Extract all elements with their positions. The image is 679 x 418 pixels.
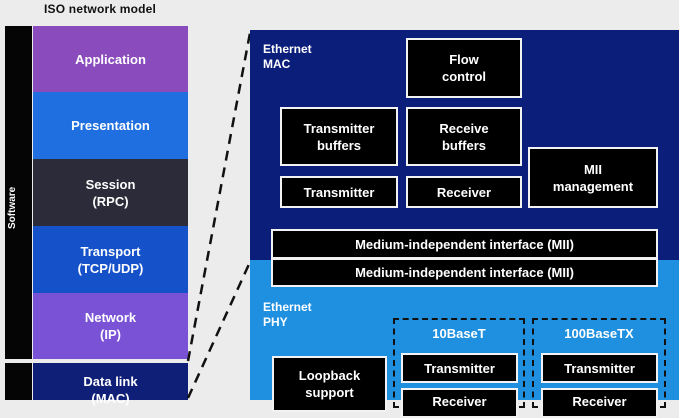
receiver-box: Receiver [406, 176, 522, 208]
ethernet-phy-label: Ethernet PHY [263, 300, 312, 329]
layer-data-link: Data link (MAC) [33, 363, 188, 406]
100basetx-transmitter-label: Transmitter [564, 360, 635, 376]
mii-interface-box-mac: Medium-independent interface (MII) [271, 229, 658, 259]
receive-buffers-box: Receive buffers [406, 107, 522, 166]
ethernet-mac-label: Ethernet MAC [263, 42, 312, 71]
zoom-connector-lines [186, 32, 252, 399]
layer-session-label: Session (RPC) [85, 176, 136, 209]
iso-model-title: ISO network model [44, 2, 157, 16]
transmitter-label: Transmitter [303, 184, 375, 200]
100basetx-title: 100BaseTX [564, 326, 634, 341]
10baset-transmitter-label: Transmitter [424, 360, 495, 376]
flow-control-box: Flow control [406, 38, 522, 98]
layer-application: Application [33, 26, 188, 92]
layer-network: Network (IP) [33, 293, 188, 359]
layer-presentation-label: Presentation [71, 118, 150, 133]
10baset-title: 10BaseT [432, 326, 486, 341]
100basetx-receiver-box: Receiver [541, 388, 658, 418]
hardware-bar [5, 363, 32, 400]
mii-interface-phy-label: Medium-independent interface (MII) [355, 265, 574, 280]
layer-transport-label: Transport (TCP/UDP) [77, 243, 144, 276]
mii-management-label: MII management [552, 161, 634, 194]
flow-control-label: Flow control [441, 52, 487, 84]
10baset-receiver-box: Receiver [401, 388, 518, 418]
100basetx-receiver-label: Receiver [572, 394, 627, 409]
loopback-support-label: Loopback support [298, 368, 361, 400]
mii-management-box: MII management [528, 147, 658, 208]
receiver-label: Receiver [436, 184, 492, 200]
transmitter-box: Transmitter [280, 176, 398, 208]
layer-application-label: Application [75, 51, 146, 67]
100basetx-transmitter-box: Transmitter [541, 353, 658, 383]
loopback-support-box: Loopback support [272, 356, 387, 412]
mii-interface-mac-label: Medium-independent interface (MII) [355, 236, 574, 252]
10baset-receiver-label: Receiver [432, 394, 487, 409]
layer-transport: Transport (TCP/UDP) [33, 226, 188, 293]
layer-presentation: Presentation [33, 92, 188, 159]
layer-network-label: Network (IP) [84, 310, 137, 342]
10baset-transmitter-box: Transmitter [401, 353, 518, 383]
transmitter-buffers-box: Transmitter buffers [280, 107, 398, 166]
receive-buffers-label: Receive buffers [439, 120, 489, 153]
layer-session: Session (RPC) [33, 159, 188, 226]
transmitter-buffers-label: Transmitter buffers [303, 120, 375, 153]
software-bar [5, 26, 32, 359]
mii-interface-box-phy: Medium-independent interface (MII) [271, 258, 658, 287]
